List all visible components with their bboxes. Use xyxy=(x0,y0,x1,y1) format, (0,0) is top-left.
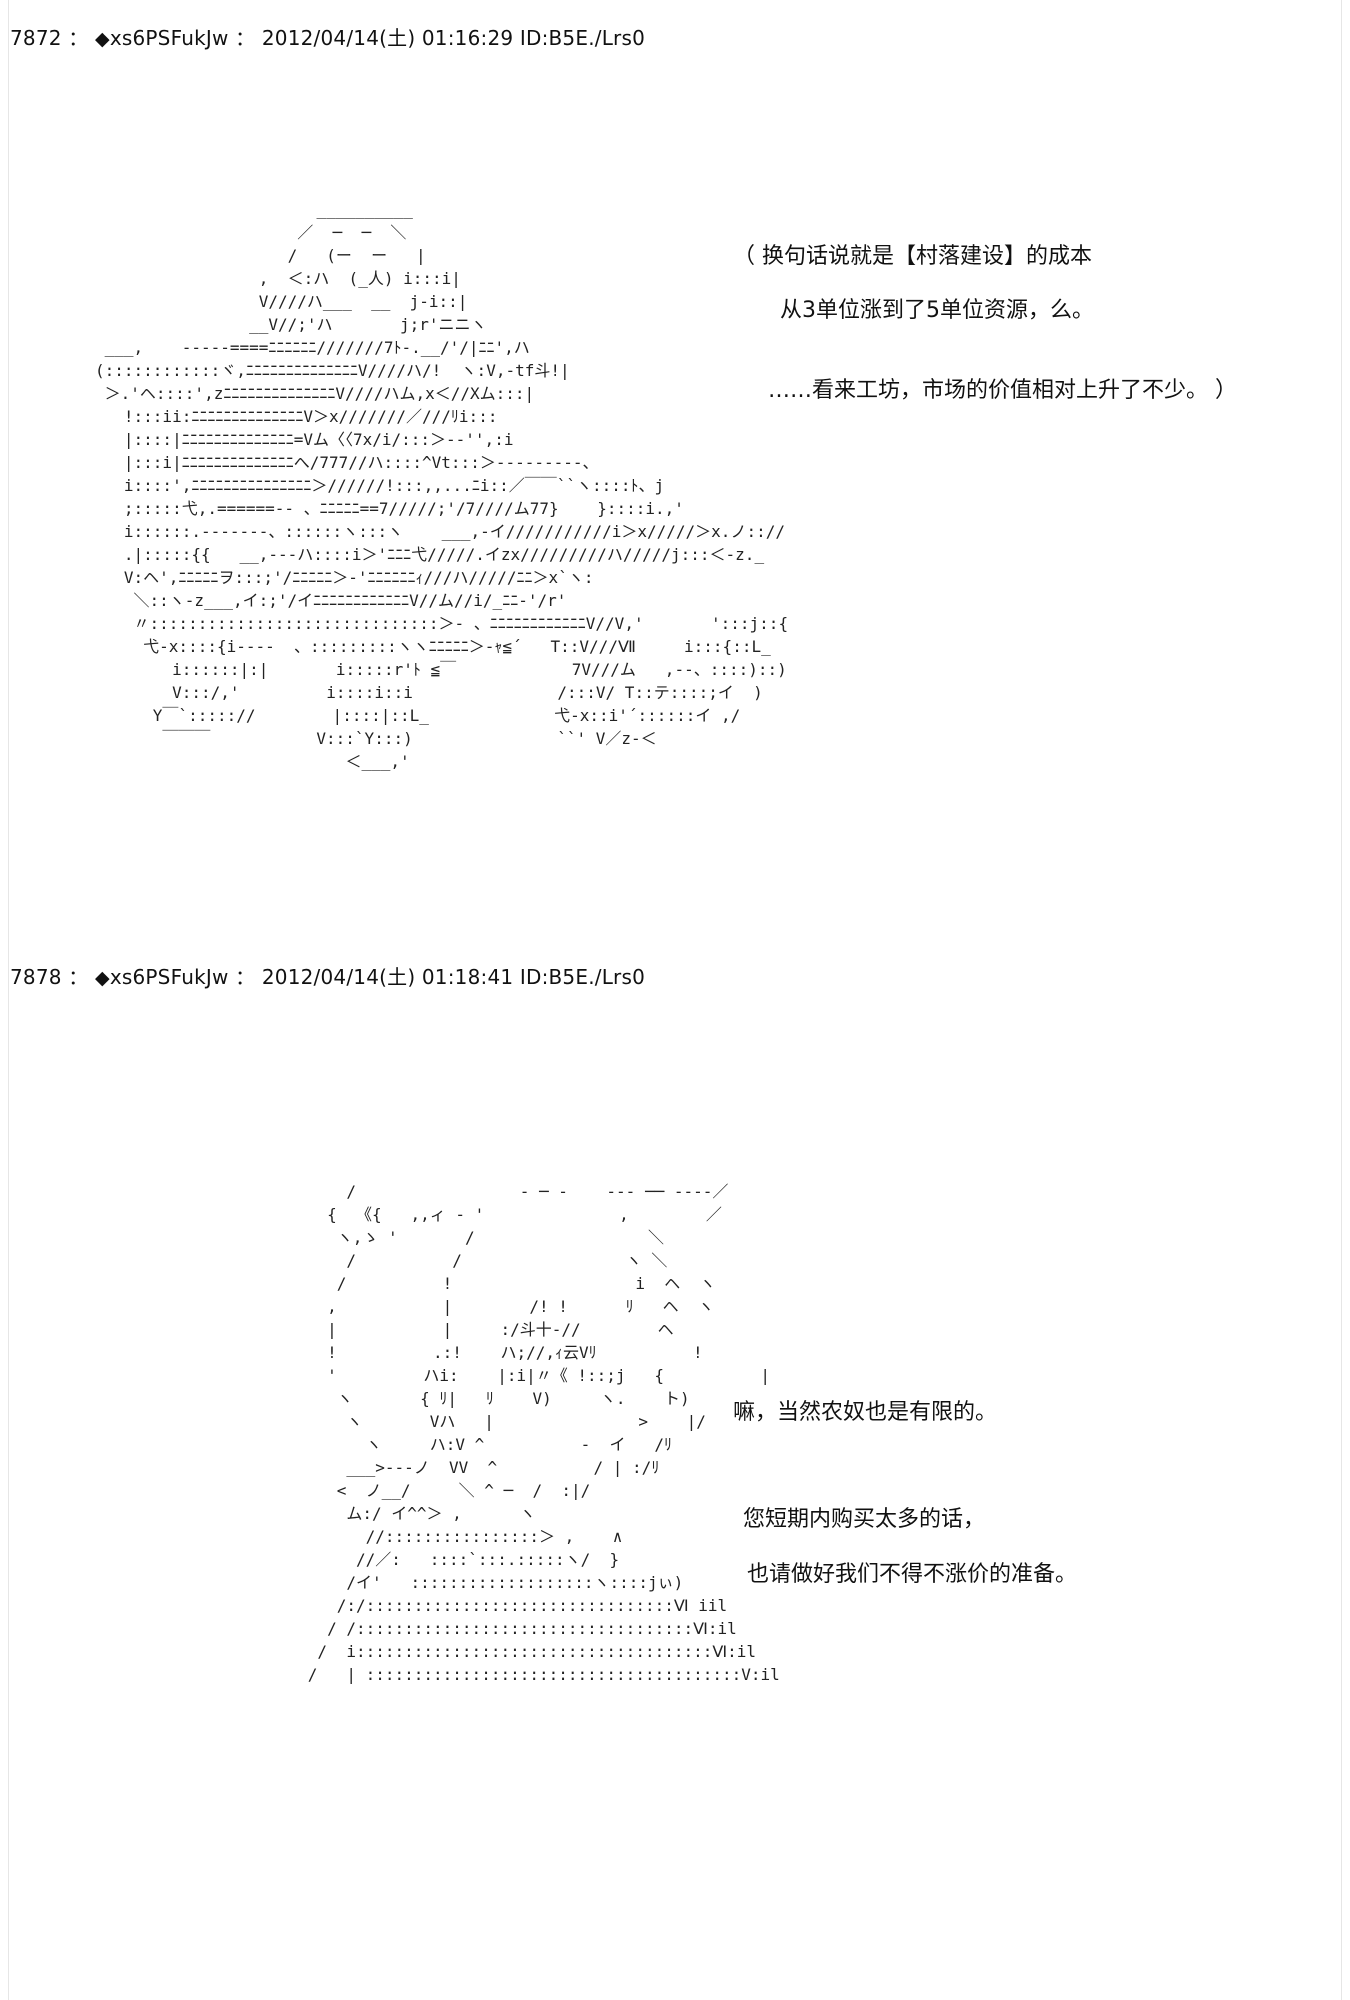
dialog-line: ……看来工坊，市场的价值相对上升了不少。 ） xyxy=(768,378,1237,403)
header-separator: ： xyxy=(68,965,89,989)
header-separator: ： xyxy=(68,26,89,50)
trip-diamond-icon: ◆ xyxy=(95,967,110,989)
dialog-line: 您短期内购买太多的话， xyxy=(743,1507,986,1532)
post-number: 7872 xyxy=(10,26,62,50)
ascii-art: __________ ／ ─ ─ ＼ / (ー ー | , ＜:ハ (_人) i… xyxy=(95,200,789,771)
post-header: 7878 ： ◆xs6PSFukJw ： 2012/04/14(土) 01:18… xyxy=(10,961,645,990)
dialog-line: 也请做好我们不得不涨价的准备。 xyxy=(747,1562,1078,1587)
ascii-art: / - ─ - --- ── ----／ { 《{ ,,ィ - ' , ／ ヽ,… xyxy=(307,1182,780,1684)
post-id: ID:B5E./Lrs0 xyxy=(519,26,645,50)
header-separator: ： xyxy=(235,26,256,50)
post-date: 2012/04/14(土) 01:16:29 xyxy=(261,26,514,50)
post-date: 2012/04/14(土) 01:18:41 xyxy=(261,965,514,989)
post-header: 7872 ： ◆xs6PSFukJw ： 2012/04/14(土) 01:16… xyxy=(10,22,645,51)
dialog-line: 嘛，当然农奴也是有限的。 xyxy=(733,1400,998,1425)
post-trip: xs6PSFukJw xyxy=(109,26,229,50)
trip-diamond-icon: ◆ xyxy=(95,28,110,50)
post-trip: xs6PSFukJw xyxy=(109,965,229,989)
dialog-line: （ 换句话说就是【村落建设】的成本 xyxy=(733,244,1092,269)
page-frame xyxy=(8,0,1342,2000)
header-separator: ： xyxy=(235,965,256,989)
dialog-line: 从3单位涨到了5单位资源，么。 xyxy=(780,298,1094,323)
post-id: ID:B5E./Lrs0 xyxy=(519,965,645,989)
post-number: 7878 xyxy=(10,965,62,989)
